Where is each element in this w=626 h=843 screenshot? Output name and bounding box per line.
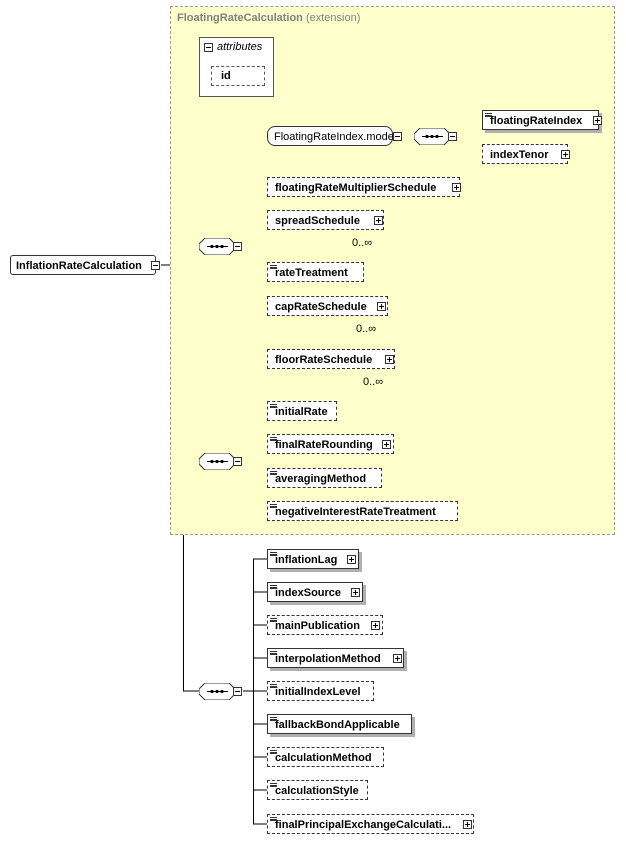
expand-icon[interactable] [393,654,402,663]
element-interpolationMethod[interactable]: interpolationMethod [267,648,404,668]
element-inflationLag[interactable]: inflationLag [267,549,359,569]
attributes-title: attributes [217,41,263,53]
collapse-attributes-icon[interactable] [204,43,213,52]
element-rateTreatment[interactable]: rateTreatment [267,262,364,282]
element-label: negativeInterestRateTreatment [275,506,436,518]
expand-icon[interactable] [561,150,570,159]
root-element-label: InflationRateCalculation [16,260,142,272]
element-finalRateRounding[interactable]: finalRateRounding [267,434,394,454]
element-label: initialRate [275,406,328,418]
element-label: capRateSchedule [275,301,367,313]
element-label: calculationStyle [275,785,359,797]
element-label: interpolationMethod [275,653,381,665]
element-mainPublication[interactable]: mainPublication [267,615,383,635]
element-label: indexSource [275,587,342,599]
cardinality-label: 0..∞ [356,323,377,335]
element-finalPrincipalExchangeCalculation[interactable]: finalPrincipalExchangeCalculati... [267,814,474,834]
model-sequence[interactable] [414,128,457,145]
collapse-group-3-icon[interactable] [233,687,242,696]
root-element[interactable]: InflationRateCalculation [10,255,160,275]
element-label: floatingRateMultiplierSchedule [275,182,437,194]
sequence-group-1[interactable] [199,238,242,255]
element-label: fallbackBondApplicable [275,719,400,731]
element-averagingMethod[interactable]: averagingMethod [267,468,382,488]
collapse-model-icon[interactable] [393,132,402,141]
expand-icon[interactable] [382,440,391,449]
collapse-root-icon[interactable] [151,261,160,270]
expand-icon[interactable] [377,302,386,311]
collapse-group-2-icon[interactable] [233,457,242,466]
element-label: averagingMethod [275,473,367,485]
element-label: inflationLag [275,554,338,566]
expand-icon[interactable] [371,621,380,630]
extension-title: FloatingRateCalculation (extension) [177,12,361,24]
attribute-id[interactable]: id [211,66,265,86]
element-label: finalPrincipalExchangeCalculati... [275,819,452,831]
documentation-icon [270,684,277,686]
documentation-icon [270,437,277,439]
element-floatingRateIndex[interactable]: floatingRateIndex [482,110,602,130]
documentation-icon [270,404,277,406]
expand-icon[interactable] [463,820,472,829]
documentation-icon [270,552,277,554]
element-calculationMethod[interactable]: calculationMethod [267,747,384,767]
documentation-icon [270,471,277,473]
documentation-icon [270,817,277,819]
element-label: mainPublication [275,620,360,632]
documentation-icon [270,504,277,506]
expand-icon[interactable] [452,183,461,192]
collapse-group-1-icon[interactable] [233,242,242,251]
element-label: floorRateSchedule [275,354,373,366]
element-spreadSchedule[interactable]: spreadSchedule [267,210,388,234]
element-negativeInterestRateTreatment[interactable]: negativeInterestRateTreatment [267,501,458,521]
expand-icon[interactable] [374,216,383,225]
element-capRateSchedule[interactable]: capRateSchedule [267,296,392,320]
expand-icon[interactable] [593,116,602,125]
model-label: FloatingRateIndex.model [274,131,397,143]
element-label: floatingRateIndex [490,115,583,127]
documentation-icon [270,783,277,785]
documentation-icon [270,585,277,587]
sequence-group-2[interactable] [199,453,242,470]
element-label: calculationMethod [275,752,372,764]
element-indexSource[interactable]: indexSource [267,582,363,602]
documentation-icon [270,651,277,653]
cardinality-label: 0..∞ [352,237,373,249]
documentation-icon [485,113,492,115]
element-label: finalRateRounding [275,439,373,451]
element-initialRate[interactable]: initialRate [267,401,337,421]
sequence-group-3[interactable] [199,683,242,700]
collapse-model-sequence-icon[interactable] [448,132,457,141]
element-label: spreadSchedule [275,215,360,227]
element-floorRateSchedule[interactable]: floorRateSchedule [267,349,399,373]
expand-icon[interactable] [351,588,360,597]
element-floatingRateMultiplierSchedule[interactable]: floatingRateMultiplierSchedule [267,177,461,197]
element-calculationStyle[interactable]: calculationStyle [267,780,368,800]
documentation-icon [270,618,277,620]
cardinality-label: 0..∞ [363,376,384,388]
expand-icon[interactable] [347,555,356,564]
element-label: indexTenor [490,149,549,161]
documentation-icon [270,750,277,752]
documentation-icon [270,717,277,719]
element-initialIndexLevel[interactable]: initialIndexLevel [267,681,374,701]
element-indexTenor[interactable]: indexTenor [482,144,570,164]
element-fallbackBondApplicable[interactable]: fallbackBondApplicable [267,714,412,734]
element-label: initialIndexLevel [275,686,361,698]
element-label: rateTreatment [275,267,348,279]
documentation-icon [270,265,277,267]
floating-rate-index-model[interactable]: FloatingRateIndex.model [267,126,402,146]
expand-icon[interactable] [385,355,394,364]
